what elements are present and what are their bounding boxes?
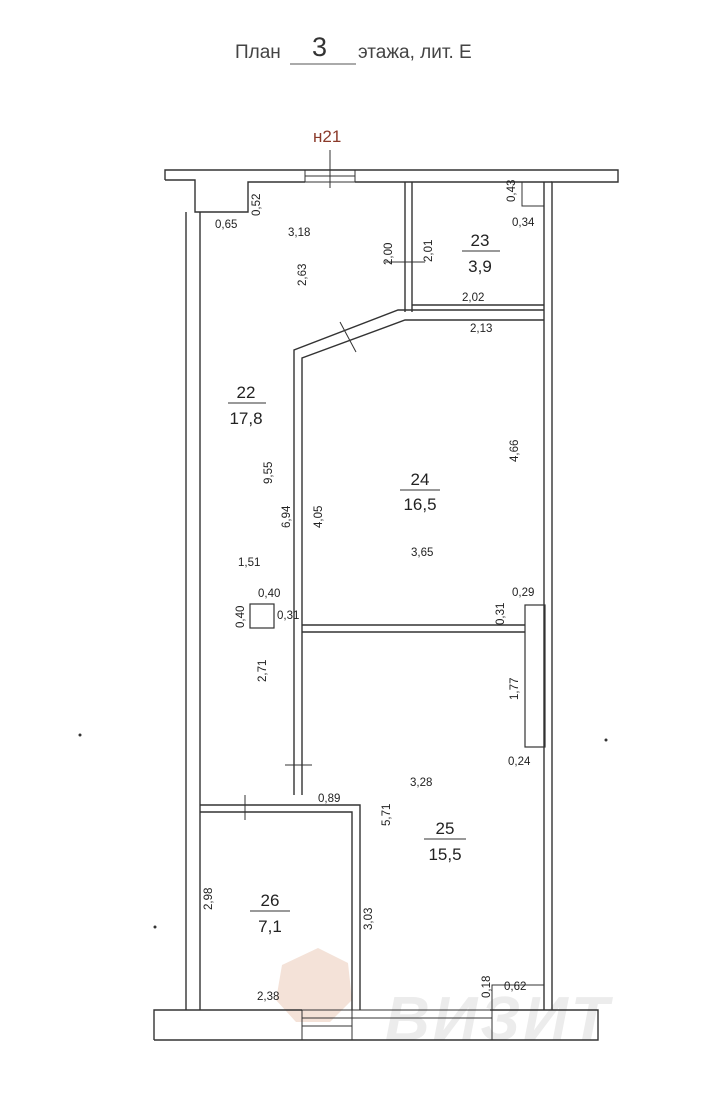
watermark-logo-icon [276, 948, 352, 1022]
dim-label: 0,43 [506, 180, 518, 202]
bottom-wall [153, 984, 599, 1041]
watermark-text: ВИЗИТ [385, 985, 614, 1054]
interior-column [249, 603, 275, 629]
svg-text:26: 26 [261, 891, 280, 910]
top-wall [164, 169, 619, 320]
top-right-column [521, 181, 545, 207]
dim-label: 2,71 [257, 660, 269, 682]
right-window [524, 604, 546, 748]
left-wall [185, 212, 201, 1010]
dim-label: 1,77 [509, 678, 521, 700]
dim-label: 9,55 [263, 462, 275, 484]
dim-label: 2,63 [297, 264, 309, 286]
dim-label: 0,31 [277, 610, 299, 622]
room-24-walls [285, 309, 544, 795]
dim-label: 0,62 [504, 981, 526, 993]
dim-label: 2,13 [470, 323, 492, 335]
room-26-walls [200, 795, 361, 1010]
title-suffix: этажа, лит. Е [358, 42, 472, 63]
watermark: ВИЗИТ [276, 948, 614, 1054]
room-23-walls [385, 182, 544, 312]
dim-label: 3,18 [288, 227, 310, 239]
dim-label: 4,66 [509, 440, 521, 462]
svg-text:7,1: 7,1 [258, 917, 282, 936]
room-22-label: 22 17,8 [228, 383, 266, 428]
dim-label: 2,00 [383, 243, 395, 265]
dim-label: 2,01 [423, 240, 435, 262]
svg-text:17,8: 17,8 [229, 409, 262, 428]
dimension-labels: 0,52 0,65 3,18 2,63 2,00 2,01 0,43 0,34 … [203, 180, 535, 1003]
stray-dot [78, 733, 82, 737]
stray-dot [604, 738, 608, 742]
svg-text:22: 22 [237, 383, 256, 402]
room-24-label: 24 16,5 [400, 470, 440, 514]
svg-text:15,5: 15,5 [428, 845, 461, 864]
svg-text:23: 23 [471, 231, 490, 250]
svg-text:3,9: 3,9 [468, 257, 492, 276]
dim-label: 2,98 [203, 888, 215, 910]
title-floor-number: 3 [312, 32, 327, 62]
dim-label: 0,52 [251, 194, 263, 216]
dim-label: 0,40 [258, 588, 280, 600]
dim-label: 0,29 [512, 587, 534, 599]
dim-label: 0,24 [508, 756, 531, 768]
room-25-label: 25 15,5 [424, 819, 466, 864]
dim-label: 0,40 [235, 606, 247, 628]
room-23-label: 23 3,9 [462, 231, 500, 276]
plan-title: План 3 этажа, лит. Е [235, 32, 472, 65]
dim-label: 3,65 [411, 547, 433, 559]
stray-dot [153, 925, 157, 929]
dim-label: 0,31 [495, 603, 507, 625]
svg-text:24: 24 [411, 470, 430, 489]
room-26-label: 26 7,1 [250, 891, 290, 936]
dim-label: 0,65 [215, 219, 237, 231]
dim-label: 2,38 [257, 991, 279, 1003]
dim-label: 3,03 [363, 908, 375, 930]
dim-label: 2,02 [462, 292, 484, 304]
dim-label: 3,28 [410, 777, 432, 789]
svg-text:16,5: 16,5 [403, 495, 436, 514]
dim-label: 0,18 [481, 976, 493, 998]
dim-label: 5,71 [381, 804, 393, 826]
entrance-mark: н21 [313, 127, 341, 146]
dim-label: 4,05 [313, 506, 325, 528]
bottom-right-column [491, 984, 545, 1011]
dim-label: 0,89 [318, 793, 340, 805]
svg-text:25: 25 [436, 819, 455, 838]
dim-label: 6,94 [281, 505, 293, 528]
bottom-window-2 [351, 1009, 493, 1041]
dim-label: 0,34 [512, 217, 535, 229]
title-prefix: План [235, 42, 281, 63]
dim-label: 1,51 [238, 557, 260, 569]
